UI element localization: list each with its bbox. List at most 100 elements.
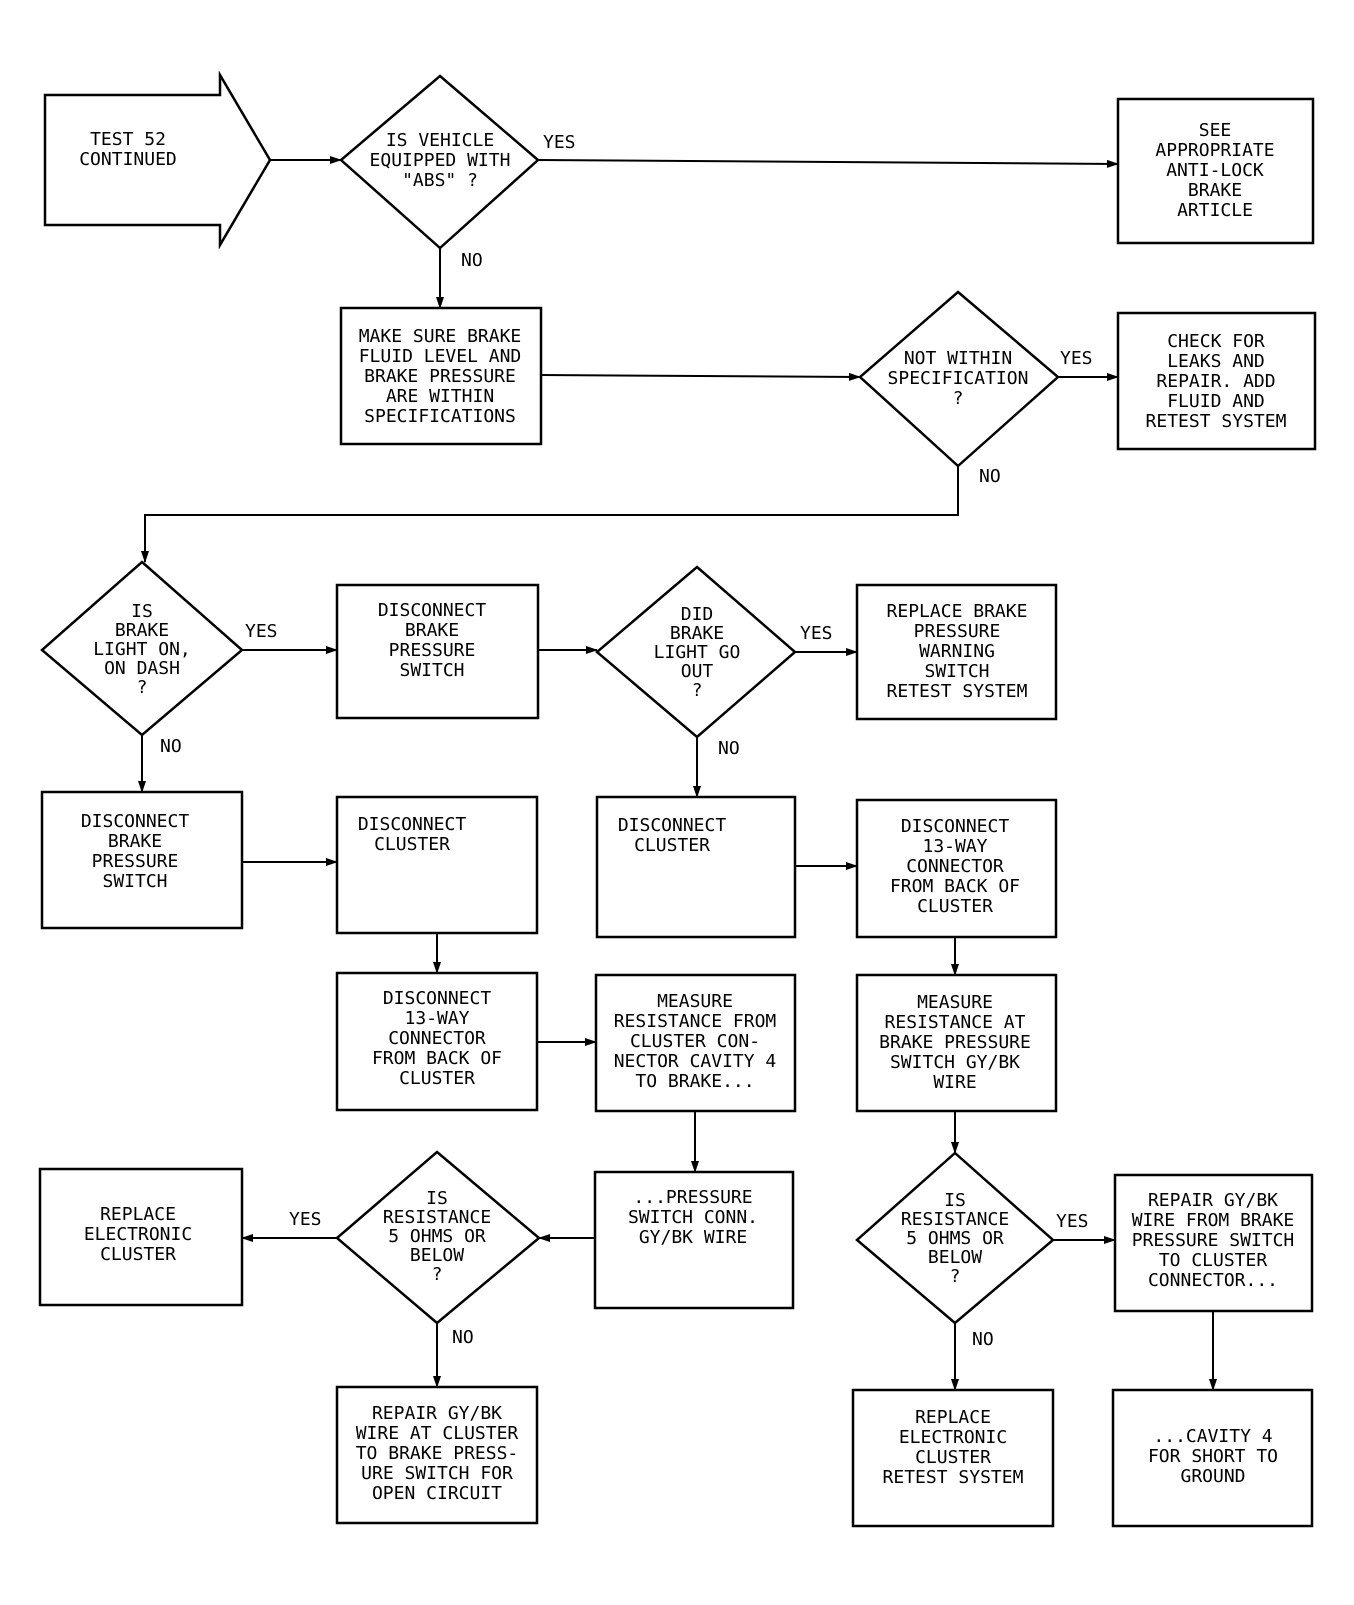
decision-spec-shape: [858, 290, 1060, 468]
connector-makesure-to-spec: [539, 372, 861, 381]
node-text-line: DISCONNECT: [378, 600, 487, 621]
node-text-line: 5 OHMS OR: [388, 1226, 486, 1247]
node-text-line: CONNECTOR...: [1148, 1270, 1278, 1291]
node-text-line: REPLACE BRAKE: [887, 601, 1028, 622]
node-text-line: SEE: [1199, 120, 1232, 141]
node-text-line: ANTI-LOCK: [1166, 160, 1264, 181]
node-text-line: BELOW: [928, 1247, 982, 1268]
node-text-line: CLUSTER: [399, 1068, 475, 1089]
decision-res-b-shape: [855, 1151, 1055, 1325]
node-text-line: MEASURE: [657, 991, 733, 1012]
node-text-line: ELECTRONIC: [84, 1224, 192, 1245]
edge-label-spec-no: NO: [979, 466, 1001, 487]
box-see-abs: [1116, 97, 1315, 245]
node-text-line: GROUND: [1180, 1466, 1245, 1487]
node-replace-switch: REPLACE BRAKEPRESSUREWARNINGSWITCHRETEST…: [887, 601, 1028, 702]
box-cavity-cont: [1111, 1388, 1314, 1528]
node-text-line: ?: [692, 680, 703, 701]
box-check-leaks: [1116, 311, 1317, 451]
node-text-line: IS: [944, 1190, 966, 1211]
node-text-line: SWITCH CONN.: [628, 1207, 758, 1228]
node-text-line: RETEST SYSTEM: [1146, 411, 1287, 432]
node-text-line: WIRE AT CLUSTER: [356, 1423, 519, 1444]
node-text-line: SWITCH GY/BK: [890, 1052, 1020, 1073]
node-text-line: SWITCH: [924, 661, 989, 682]
node-text-line: TEST 52: [90, 129, 166, 150]
box-disc-cluster-b: [595, 795, 797, 939]
node-text-line: FOR SHORT TO: [1148, 1446, 1278, 1467]
box-replace-switch: [855, 583, 1058, 721]
edge-label-spec-yes: YES: [1060, 348, 1093, 369]
node-text-line: RESISTANCE AT: [885, 1012, 1026, 1033]
node-text-line: 13-WAY: [404, 1008, 469, 1029]
node-text-line: FROM BACK OF: [890, 876, 1020, 897]
box-disc-switch-a: [335, 583, 540, 720]
node-text-line: CLUSTER: [634, 835, 710, 856]
node-text-line: FROM BACK OF: [372, 1048, 502, 1069]
node-text-line: OPEN CIRCUIT: [372, 1483, 502, 1504]
connector-spec-no: [141, 466, 959, 563]
node-text-line: 13-WAY: [922, 836, 987, 857]
node-text-line: WIRE FROM BRAKE: [1132, 1210, 1295, 1231]
node-text-line: ?: [137, 677, 148, 698]
node-text-line: BRAKE: [1188, 180, 1242, 201]
node-text-line: OUT: [681, 661, 714, 682]
node-text-line: PRESSURE: [92, 851, 179, 872]
node-text-line: DID: [681, 604, 714, 625]
box-measure-b: [855, 973, 1058, 1113]
node-text-line: SWITCH: [399, 660, 464, 681]
edge-label-res-a-yes: YES: [289, 1209, 322, 1230]
decision-res-a-shape: [335, 1150, 541, 1325]
node-text-line: REPLACE: [915, 1407, 991, 1428]
node-text-line: RESISTANCE: [383, 1207, 491, 1228]
box-disc-13way-a: [335, 971, 539, 1112]
node-text-line: ?: [953, 388, 964, 409]
node-text-line: IS: [131, 601, 153, 622]
edge-label-abs-yes: YES: [543, 132, 576, 153]
node-text-line: TO CLUSTER: [1159, 1250, 1268, 1271]
node-text-line: URE SWITCH FOR: [361, 1463, 513, 1484]
node-text-line: REPAIR GY/BK: [1148, 1190, 1278, 1211]
node-text-line: CONNECTOR: [388, 1028, 486, 1049]
edge-label-out-yes: YES: [800, 623, 833, 644]
edge-label-res-a-no: NO: [452, 1327, 474, 1348]
node-text-line: IS VEHICLE: [386, 130, 494, 151]
node-text-line: MAKE SURE BRAKE: [359, 326, 522, 347]
decision-out-shape: [595, 565, 797, 739]
node-text-line: WIRE: [933, 1072, 976, 1093]
node-text-line: REPAIR GY/BK: [372, 1403, 502, 1424]
node-text-line: LIGHT ON,: [93, 639, 191, 660]
box-disc-cluster-a: [335, 795, 539, 935]
node-text-line: LEAKS AND: [1167, 351, 1265, 372]
box-disc-13way-b: [855, 798, 1058, 939]
node-text-line: ...PRESSURE: [633, 1187, 752, 1208]
node-text-line: CLUSTER: [917, 896, 993, 917]
box-pressure-cont: [593, 1170, 795, 1310]
decision-light-shape: [40, 560, 244, 737]
node-text-line: BELOW: [410, 1245, 464, 1266]
node-text-line: RESISTANCE: [901, 1209, 1009, 1230]
node-text-line: BRAKE: [108, 831, 162, 852]
node-text-line: ARTICLE: [1177, 200, 1253, 221]
node-text-line: NECTOR CAVITY 4: [614, 1051, 777, 1072]
node-text-line: ...CAVITY 4: [1153, 1426, 1272, 1447]
decision-abs-shape: [339, 74, 540, 250]
